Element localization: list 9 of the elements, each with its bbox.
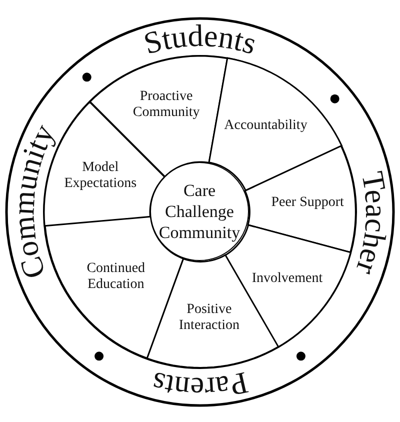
sector-label: Accountability	[223, 118, 308, 134]
sector-label: Positive Interaction	[178, 302, 241, 334]
ring-label: Parents	[148, 365, 252, 406]
sector-label: Continued Education	[86, 260, 146, 292]
sector-label: Peer Support	[270, 194, 345, 211]
sector-label: Model Expectations	[63, 160, 138, 192]
sector-label: Proactive Community	[132, 89, 201, 122]
sector-label: Involvement	[250, 270, 324, 287]
ring-label: Students	[140, 18, 260, 62]
